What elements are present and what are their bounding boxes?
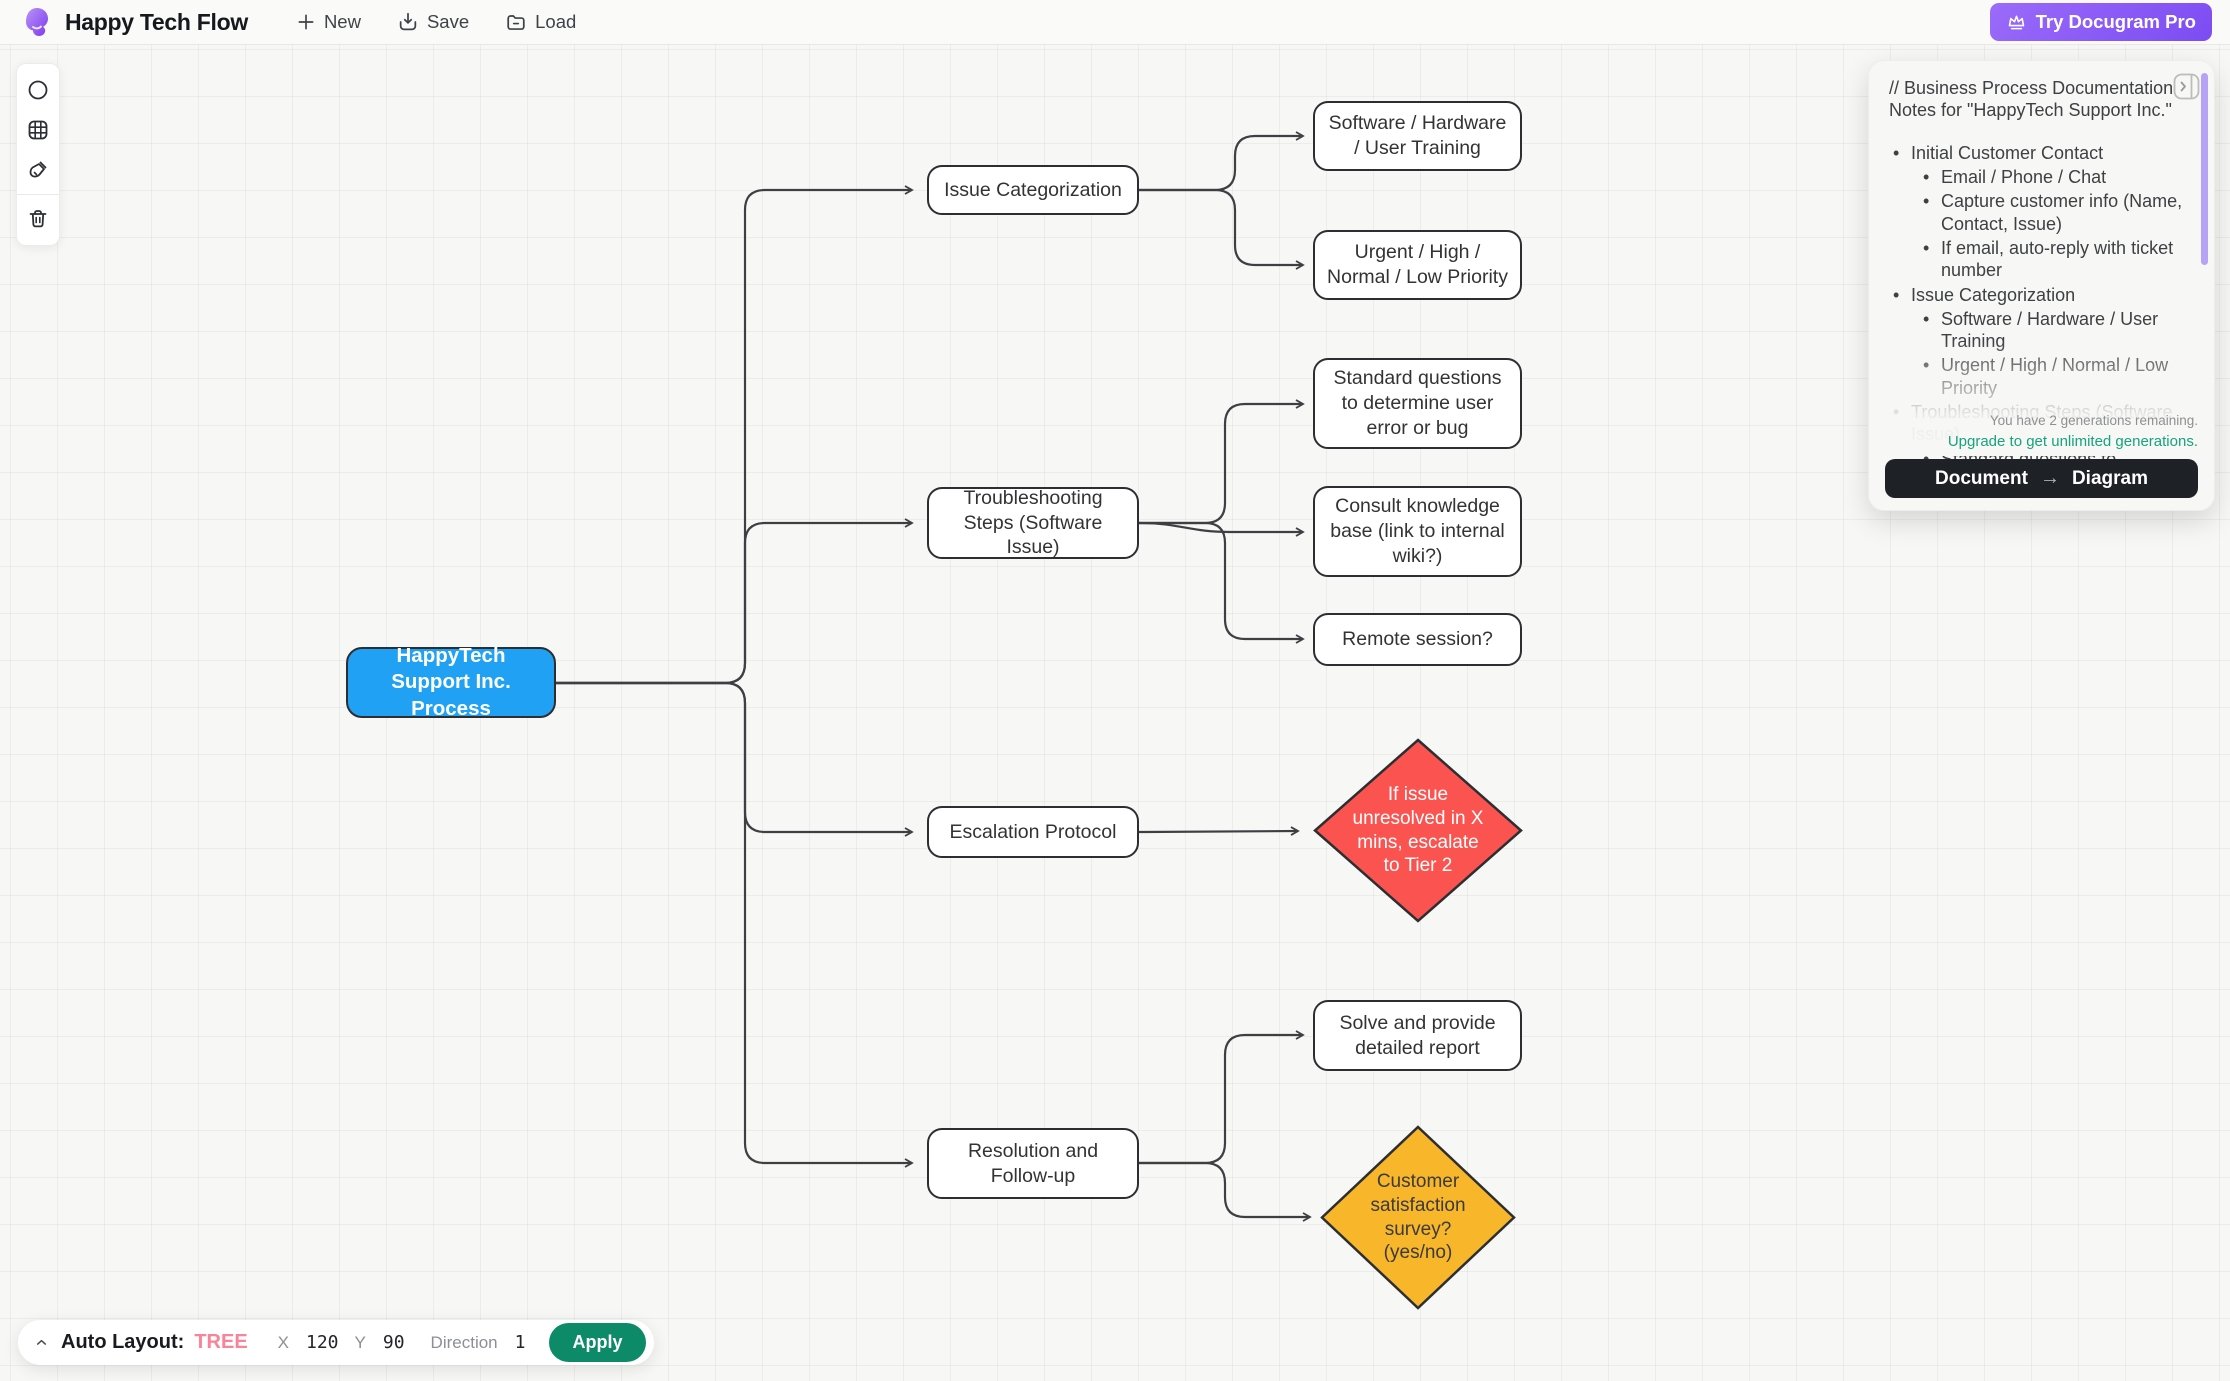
brush-tool-icon — [29, 161, 47, 178]
auto-layout-bar: Auto Layout: TREE X 120 Y 90 Direction 1… — [18, 1320, 654, 1365]
grid-tool-icon — [28, 120, 48, 140]
node-urgent-priority[interactable]: Urgent / High / Normal / Low Priority — [1313, 230, 1522, 300]
node-label: Solve and provide detailed report — [1339, 1011, 1496, 1059]
diamond-shape-yellow — [1320, 1125, 1516, 1310]
outline-item: Issue Categorization — [1889, 284, 2190, 307]
node-root[interactable]: HappyTech Support Inc. Process — [346, 644, 556, 720]
node-software-hardware[interactable]: Software / Hardware / User Training — [1313, 101, 1522, 171]
y-spacing-value[interactable]: 90 — [382, 1332, 405, 1353]
outline-subitem: Software / Hardware / User Training — [1889, 308, 2190, 353]
node-label: Software / Hardware / User Training — [1328, 112, 1507, 159]
collapse-panel-icon[interactable] — [2173, 73, 2200, 100]
node-label: Troubleshooting Steps (Software Issue) — [963, 486, 1103, 559]
app-logo-icon — [26, 8, 48, 36]
node-consult-kb[interactable]: Consult knowledge base (link to internal… — [1313, 486, 1522, 577]
app-title: Happy Tech Flow — [65, 8, 248, 35]
x-spacing-value[interactable]: 120 — [306, 1332, 339, 1353]
folder-icon — [507, 15, 525, 30]
load-label: Load — [535, 11, 577, 32]
document-to-diagram-button[interactable]: Document → Diagram — [1885, 459, 2198, 498]
node-root-label: HappyTech Support Inc. Process — [391, 644, 511, 720]
save-icon — [399, 12, 417, 31]
node-standard-questions[interactable]: Standard questions to determine user err… — [1313, 358, 1522, 449]
node-issue-categorization[interactable]: Issue Categorization — [927, 165, 1139, 215]
node-troubleshooting[interactable]: Troubleshooting Steps (Software Issue) — [927, 487, 1139, 559]
convert-target-label: Diagram — [2071, 467, 2148, 489]
node-label: Resolution and Follow-up — [967, 1139, 1099, 1187]
chevron-up-icon — [37, 1339, 46, 1345]
outline-subitem: Email / Phone / Chat — [1889, 166, 2190, 189]
header-menu: New Save Load — [296, 11, 576, 33]
outline-subitem: Urgent / High / Normal / Low Priority — [1889, 354, 2190, 399]
arrow-right-icon: → — [2039, 467, 2060, 489]
diamond-shape-red — [1313, 738, 1523, 923]
tool-palette — [16, 63, 60, 246]
header-bar: Happy Tech Flow New Save Load — [0, 0, 2230, 45]
node-label: Issue Categorization — [944, 178, 1122, 201]
node-escalation[interactable]: Escalation Protocol — [927, 806, 1139, 858]
outline-subitem: If email, auto-reply with ticket number — [1889, 237, 2190, 282]
collapse-layout-bar-button[interactable] — [34, 1335, 49, 1350]
node-escalate-tier2-diamond[interactable]: If issue unresolved in X mins, escalate … — [1313, 738, 1523, 923]
try-pro-label: Try Docugram Pro — [2035, 11, 2196, 32]
convert-source-label: Document — [1935, 467, 2028, 489]
node-csat-survey-diamond[interactable]: Customer satisfaction survey? (yes/no) — [1320, 1125, 1516, 1310]
node-solve-report[interactable]: Solve and provide detailed report — [1313, 1000, 1522, 1071]
node-label: Urgent / High / Normal / Low Priority — [1327, 241, 1508, 288]
tool-divider — [17, 194, 59, 195]
node-label: Escalation Protocol — [949, 820, 1117, 843]
save-label: Save — [426, 11, 470, 32]
save-button[interactable]: Save — [397, 11, 469, 33]
new-button[interactable]: New — [296, 11, 361, 33]
upgrade-link[interactable]: Upgrade to get unlimited generations. — [1947, 433, 2198, 450]
diamond-label: If issue unresolved in X mins, escalate … — [1352, 784, 1484, 877]
brush-tool-button[interactable] — [17, 150, 59, 190]
notes-title: // Business Process Documentation Notes … — [1889, 78, 2174, 121]
trash-tool-icon — [29, 210, 47, 228]
notes-document[interactable]: // Business Process Documentation Notes … — [1889, 77, 2190, 492]
diamond-label: Customer satisfaction survey? (yes/no) — [1370, 1171, 1466, 1264]
trash-tool-button[interactable] — [17, 199, 59, 239]
node-resolution[interactable]: Resolution and Follow-up — [927, 1128, 1139, 1199]
panel-scrollbar[interactable] — [2201, 73, 2208, 265]
outline-item: Initial Customer Contact — [1889, 142, 2190, 165]
load-button[interactable]: Load — [505, 11, 576, 33]
direction-label: Direction — [430, 1332, 498, 1352]
node-remote-session[interactable]: Remote session? — [1313, 613, 1522, 666]
outline-subitem: Capture customer info (Name, Contact, Is… — [1889, 190, 2190, 235]
apply-layout-button[interactable]: Apply — [549, 1323, 646, 1362]
generations-remaining-note: You have 2 generations remaining. — [1989, 413, 2198, 428]
x-spacing-label: X — [277, 1332, 289, 1352]
auto-layout-label: Auto Layout: — [61, 1331, 185, 1353]
notes-panel: // Business Process Documentation Notes … — [1868, 60, 2215, 511]
circle-tool-icon — [28, 80, 48, 100]
node-label: Consult knowledge base (link to internal… — [1330, 495, 1505, 567]
grid-tool-button[interactable] — [17, 110, 59, 150]
try-pro-button[interactable]: Try Docugram Pro — [1989, 3, 2212, 41]
layout-mode-value[interactable]: TREE — [194, 1331, 248, 1353]
crown-icon — [2008, 15, 2024, 29]
new-label: New — [323, 11, 361, 32]
node-label: Standard questions to determine user err… — [1333, 367, 1502, 439]
node-label: Remote session? — [1342, 628, 1493, 651]
plus-icon — [298, 14, 314, 30]
direction-value[interactable]: 1 — [514, 1332, 526, 1353]
y-spacing-label: Y — [354, 1332, 366, 1352]
circle-tool-button[interactable] — [17, 70, 59, 110]
